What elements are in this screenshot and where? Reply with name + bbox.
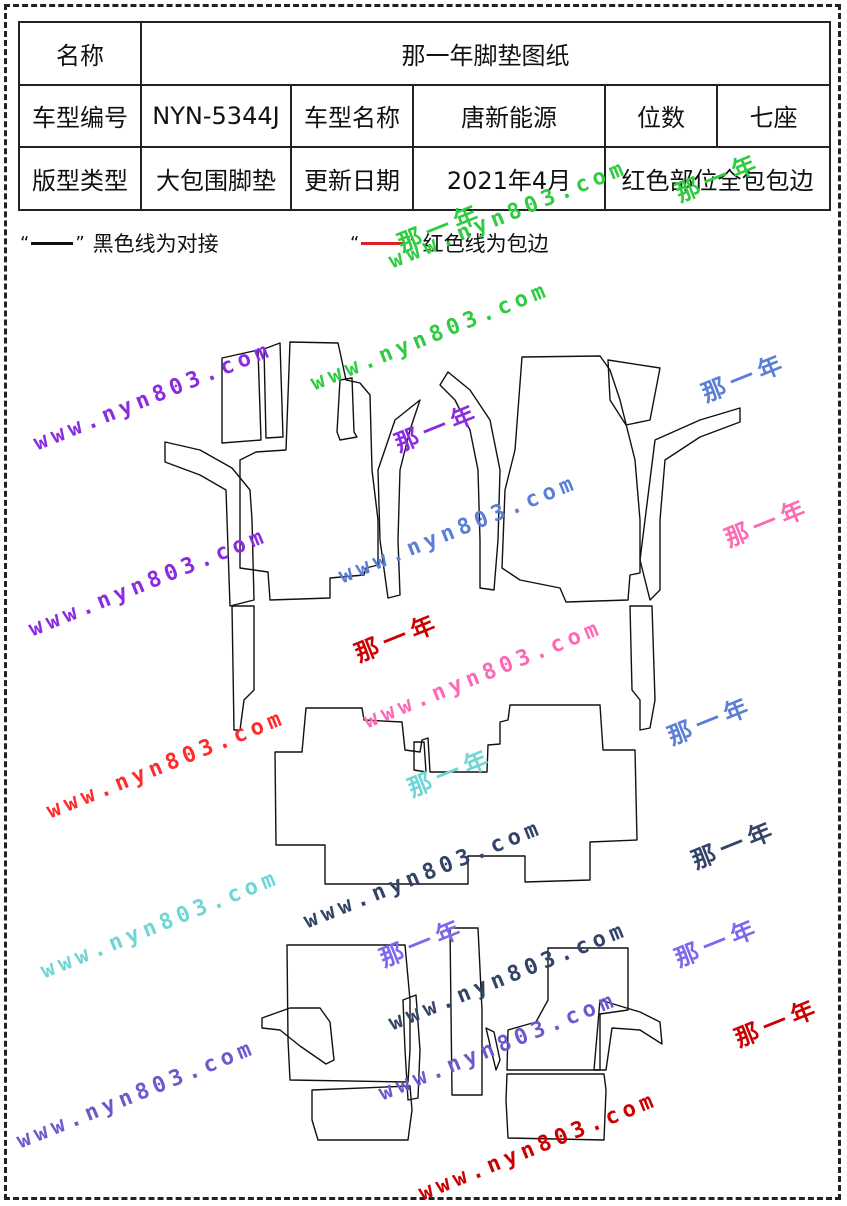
pattern-type-value: 大包围脚垫 [140,146,292,211]
mat-piece [505,1073,607,1141]
black-line-sample [31,241,74,245]
mat-piece [485,1027,501,1071]
mat-piece [221,349,262,444]
table-row: 名称 那一年脚垫图纸 [18,21,831,86]
dashed-border [4,4,841,1200]
mat-piece [286,944,411,1083]
mat-piece [449,927,483,1096]
table-row: 车型编号 NYN-5344J 车型名称 唐新能源 位数 七座 [18,83,831,149]
pattern-type-label: 版型类型 [18,146,142,211]
mat-piece [377,399,421,599]
seats-value: 七座 [716,83,831,149]
legend-black-text: 黑色线为对接 [92,232,219,256]
mat-piece [639,407,741,601]
mat-piece [263,342,284,439]
mat-piece [274,704,638,885]
model-code-label: 车型编号 [18,83,142,149]
legend-red-text: 红色线为包边 [422,232,549,256]
update-date-value: 2021年4月 [412,146,606,211]
mat-piece [413,741,427,773]
mat-piece [311,1085,413,1141]
mat-piece [501,355,641,603]
mat-piece [336,377,358,441]
mat-piece [629,605,656,731]
mat-piece [239,341,379,601]
red-line-sample [361,241,404,245]
seats-label: 位数 [604,83,718,149]
edging-note: 红色部位全包包边 [604,146,831,211]
legend-black-line: “ ” 黑色线为对接 [20,228,219,258]
model-name-value: 唐新能源 [412,83,606,149]
table-row: 版型类型 大包围脚垫 更新日期 2021年4月 红色部位全包包边 [18,146,831,211]
mat-piece [439,371,501,591]
mat-piece [231,605,255,731]
mat-piece [164,441,255,607]
mat-piece [402,994,421,1101]
legend-red-line: “ ” 红色线为包边 [350,228,549,258]
mat-piece [506,947,629,1071]
mat-piece [607,359,661,426]
mat-piece [261,1007,335,1065]
info-table: 名称 那一年脚垫图纸 车型编号 NYN-5344J 车型名称 唐新能源 位数 七… [18,21,831,211]
model-code-value: NYN-5344J [140,83,292,149]
update-date-label: 更新日期 [290,146,414,211]
document-title: 那一年脚垫图纸 [140,21,831,86]
model-name-label: 车型名称 [290,83,414,149]
mat-piece [593,999,663,1071]
name-label: 名称 [18,21,142,86]
